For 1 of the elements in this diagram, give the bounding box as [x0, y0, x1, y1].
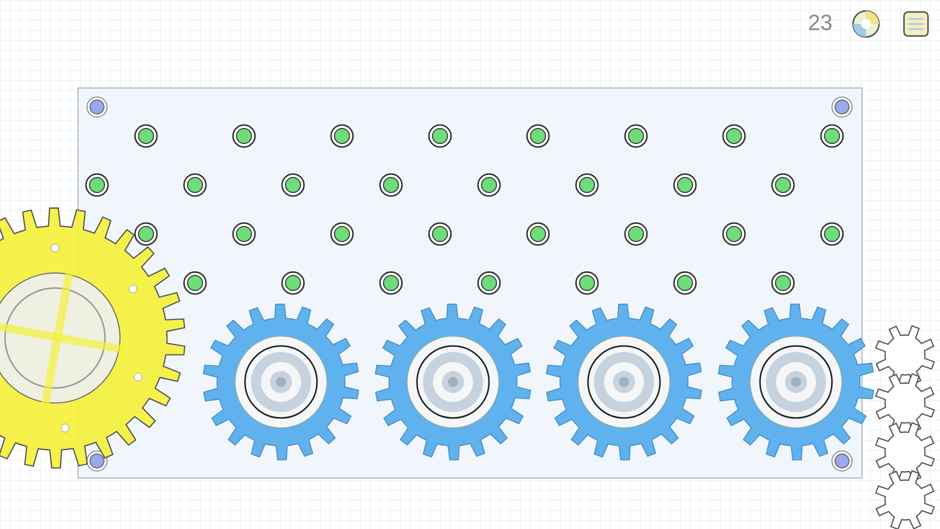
level-number: 23: [808, 10, 832, 36]
